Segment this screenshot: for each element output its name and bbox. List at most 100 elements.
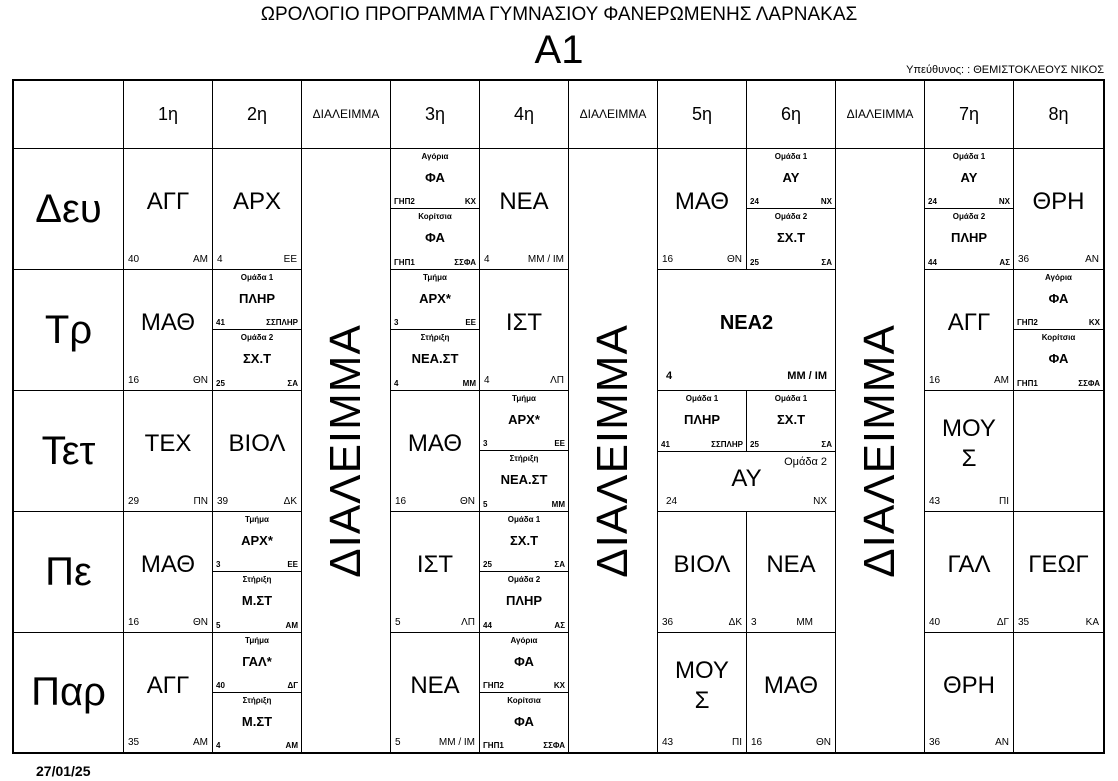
- lesson-subject: ΜΑΘ: [763, 671, 819, 699]
- lesson-teacher: ΚΑ: [1085, 617, 1099, 628]
- lesson-subject: ΒΙΟΛ: [228, 430, 286, 457]
- lesson-teacher: ΣΣΠΛΗΡ: [266, 318, 298, 327]
- col-header-break-1: ΔΙΑΛΕΙΜΜΑ: [302, 81, 391, 149]
- lesson-teacher: ΑΜ: [285, 621, 298, 630]
- col-header-break-2: ΔΙΑΛΕΙΜΜΑ: [569, 81, 658, 149]
- lesson-teacher: ΕΕ: [465, 318, 476, 327]
- split-lesson-cell: Αγόρια ΦΑ ΓΗΠ2 ΚΧ Κορίτσια ΦΑ ΓΗΠ1 ΣΣΦΑ: [1014, 270, 1103, 391]
- lesson-teacher: ΝΧ: [820, 197, 832, 206]
- lesson-teacher: ΜΜ: [551, 500, 565, 509]
- print-date: 27/01/25: [36, 763, 91, 779]
- lesson-subject: ΓΑΛ*: [242, 654, 272, 669]
- group-label: Τμήμα: [245, 515, 269, 524]
- lesson-group-bottom: Ομάδα 2 ΠΛΗΡ 44 ΑΣ: [480, 572, 568, 632]
- lesson-subject: ΜΟΥ Σ: [675, 656, 729, 714]
- group-label: Στήριξη: [420, 333, 450, 342]
- lesson-room: 16: [128, 617, 140, 628]
- lesson-group-bottom: Στήριξη ΝΕΑ.ΣΤ 5 ΜΜ: [480, 451, 568, 511]
- col-header-p3: 3η: [391, 81, 480, 149]
- double-lesson-cell: ΝΕΑ2 4 ΜΜ / ΙΜ: [658, 270, 836, 391]
- lesson-subject: ΣΧ.Τ: [776, 412, 806, 427]
- lesson-room: 40: [216, 680, 225, 690]
- lesson-teacher: ΚΧ: [464, 197, 476, 206]
- lesson-teacher: ΘΝ: [816, 737, 831, 748]
- lesson-group-top: Τμήμα ΓΑΛ* 40 ΔΓ: [213, 633, 301, 693]
- day-tuesday: Τρ: [14, 270, 124, 391]
- lesson-room: 41: [216, 318, 225, 327]
- lesson-room: 16: [128, 375, 140, 386]
- split-lesson-cell: Αγόρια ΦΑ ΓΗΠ2 ΚΧ Κορίτσια ΦΑ ΓΗΠ1 ΣΣΦΑ: [480, 633, 569, 752]
- responsible-teacher: Υπεύθυνος: : ΘΕΜΙΣΤΟΚΛΕΟΥΣ ΝΙΚΟΣ: [906, 64, 1104, 76]
- lesson-cell: ΝΕΑ 5 ΜΜ / ΙΜ: [391, 633, 480, 752]
- lesson-cell: ΤΕΧ 29 ΠΝ: [124, 391, 213, 512]
- lesson-group-top: Ομάδα 1 ΣΧ.Τ 25 ΣΑ: [480, 512, 568, 572]
- lesson-cell: ΑΓΓ 16 ΑΜ: [925, 270, 1014, 391]
- lesson-room: 16: [395, 496, 407, 507]
- lesson-group-bottom: Κορίτσια ΦΑ ΓΗΠ1 ΣΣΦΑ: [1014, 330, 1103, 390]
- lesson-teacher: ΕΕ: [554, 439, 565, 448]
- lesson-teacher: ΣΑ: [821, 440, 832, 449]
- lesson-cell: ΝΕΑ 3 ΜΜ: [747, 512, 836, 633]
- group-label: Ομάδα 1: [507, 515, 541, 524]
- lesson-subject: ΦΑ: [514, 713, 534, 729]
- group-label: Ομάδα 1: [774, 152, 808, 161]
- lesson-group-bottom: Ομάδα 2 ΣΧ.Τ 25 ΣΑ: [213, 330, 301, 390]
- group-label: Αγόρια: [510, 636, 538, 645]
- lesson-subject: ΑΓΓ: [146, 671, 190, 699]
- lesson-group-bottom: Ομάδα 2 ΣΧ.Τ 25 ΣΑ: [747, 209, 835, 269]
- lesson-group-top: Ομάδα 1 ΠΛΗΡ 41 ΣΣΠΛΗΡ: [213, 270, 301, 330]
- break-label: ΔΙΑΛΕΙΜΜΑ: [321, 323, 370, 578]
- lesson-teacher: ΛΠ: [461, 617, 475, 628]
- lesson-room: 16: [662, 254, 674, 265]
- lesson-subject: ΦΑ: [1048, 351, 1069, 366]
- lesson-subject: ΝΕΑ: [499, 188, 549, 215]
- lesson-group-top: Ομάδα 1 ΣΧ.Τ 25 ΣΑ: [747, 391, 836, 452]
- lesson-room: 44: [928, 258, 937, 267]
- lesson-subject: ΝΕΑ.ΣΤ: [500, 472, 548, 487]
- split-lesson-cell: Αγόρια ΦΑ ΓΗΠ2 ΚΧ Κορίτσια ΦΑ ΓΗΠ1 ΣΣΦΑ: [391, 149, 480, 270]
- group-label: Στήριξη: [509, 454, 539, 463]
- lesson-subject: ΓΑΛ: [947, 551, 991, 578]
- lesson-group-bottom: Κορίτσια ΦΑ ΓΗΠ1 ΣΣΦΑ: [391, 209, 479, 269]
- lesson-subject: ΑΥ: [960, 170, 978, 185]
- lesson-group-top: Αγόρια ΦΑ ΓΗΠ2 ΚΧ: [1014, 270, 1103, 330]
- lesson-subject: ΑΥ: [782, 170, 800, 185]
- group-label: Ομάδα 2: [784, 456, 827, 468]
- lesson-subject: ΣΧ.Τ: [242, 351, 272, 366]
- timetable-grid: 1η 2η ΔΙΑΛΕΙΜΜΑ 3η 4η ΔΙΑΛΕΙΜΜΑ 5η 6η ΔΙ…: [12, 79, 1105, 754]
- lesson-room: 35: [1018, 617, 1030, 628]
- lesson-teacher: ΣΑ: [554, 560, 565, 569]
- lesson-teacher: ΘΝ: [193, 617, 208, 628]
- lesson-room: 44: [483, 621, 492, 630]
- lesson-teacher: ΑΜ: [285, 741, 298, 750]
- lesson-teacher: ΜΜ: [796, 617, 813, 628]
- lesson-subject: ΠΛΗΡ: [238, 291, 276, 306]
- lesson-cell: ΜΑΘ 16 ΘΝ: [658, 149, 747, 270]
- page-title: ΩΡΟΛΟΓΙΟ ΠΡΟΓΡΑΜΜΑ ΓΥΜΝΑΣΙΟΥ ΦΑΝΕΡΩΜΕΝΗΣ…: [260, 4, 858, 25]
- lesson-teacher: ΑΜ: [193, 254, 208, 265]
- lesson-teacher: ΣΣΦΑ: [543, 741, 565, 750]
- lesson-room: 36: [662, 617, 674, 628]
- lesson-teacher: ΜΜ / ΙΜ: [527, 254, 564, 265]
- lesson-subject: ΦΑ: [425, 170, 445, 185]
- lesson-room: 40: [929, 617, 941, 628]
- lesson-subject: ΑΡΧ*: [419, 291, 451, 306]
- break-column-1: ΔΙΑΛΕΙΜΜΑ: [302, 149, 391, 752]
- lesson-room: 43: [929, 496, 941, 507]
- group-label: Τμήμα: [512, 394, 536, 403]
- lesson-subject: ΑΡΧ*: [241, 533, 273, 548]
- lesson-room: 40: [128, 254, 140, 265]
- split-lesson-cell: Τμήμα ΑΡΧ* 3 ΕΕ Στήριξη Μ.ΣΤ 5 ΑΜ: [213, 512, 302, 633]
- lesson-teacher: ΣΣΠΛΗΡ: [711, 440, 743, 449]
- lesson-room: 25: [216, 379, 225, 388]
- lesson-subject: ΝΕΑ: [766, 551, 816, 578]
- lesson-cell: ΓΕΩΓ 35 ΚΑ: [1014, 512, 1103, 633]
- lesson-cell: ΜΑΘ 16 ΘΝ: [391, 391, 480, 512]
- lesson-room: 5: [216, 621, 221, 630]
- double-lesson-cell: Ομάδα 2 ΑΥ 24 ΝΧ: [658, 452, 836, 512]
- lesson-subject: [1014, 391, 1103, 497]
- group-label: Ομάδα 1: [240, 273, 274, 282]
- lesson-room: 24: [666, 496, 678, 507]
- lesson-cell: ΜΑΘ 16 ΘΝ: [124, 270, 213, 391]
- col-header-p4: 4η: [480, 81, 569, 149]
